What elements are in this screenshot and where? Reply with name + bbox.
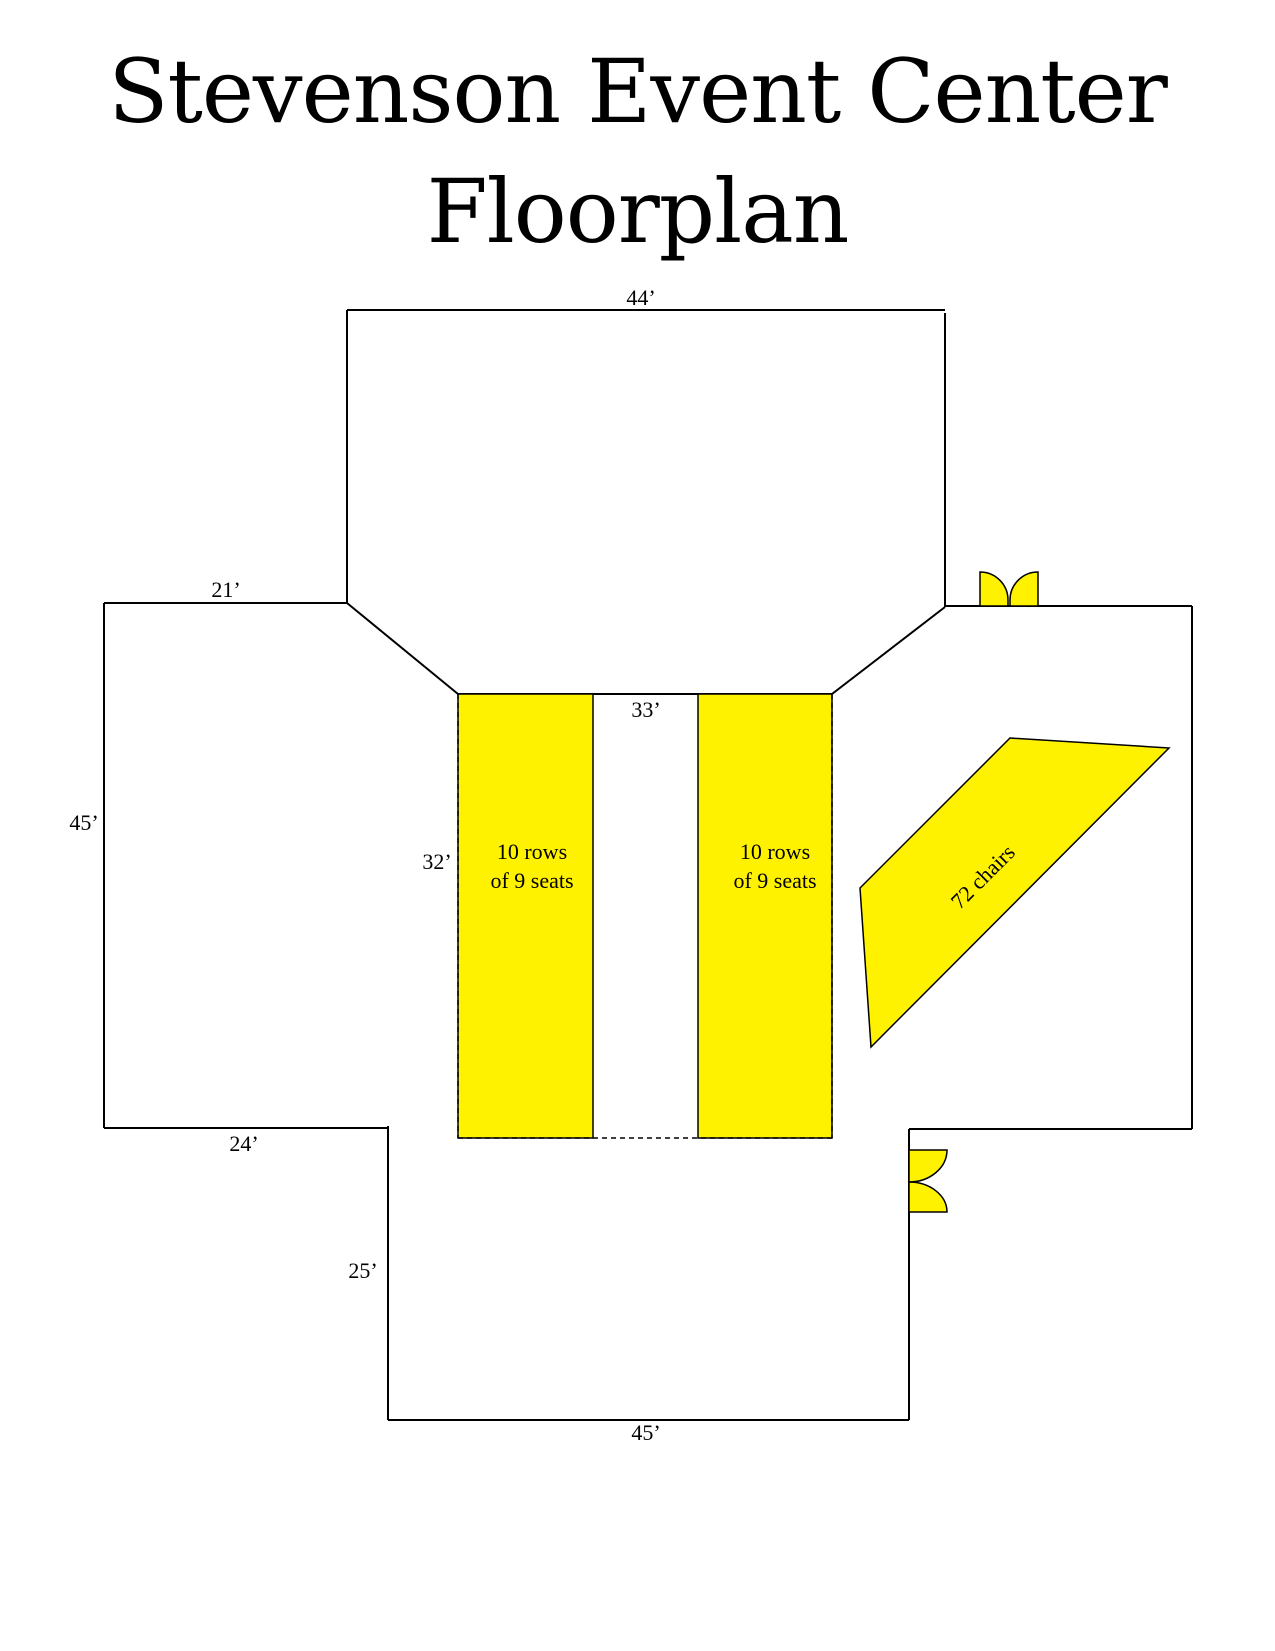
wall-diagonal-right bbox=[831, 606, 946, 695]
door-right-lower bbox=[908, 1149, 948, 1213]
seating-block-right bbox=[697, 693, 833, 1139]
dimension-bottom-width: 45’ bbox=[631, 1420, 660, 1445]
door-leaf-right bbox=[1009, 571, 1039, 607]
wall-diagonal-left bbox=[346, 602, 459, 695]
dimension-center-width: 33’ bbox=[631, 697, 660, 722]
dimension-top-width: 44’ bbox=[626, 285, 655, 310]
dimension-left-height: 45’ bbox=[69, 810, 98, 835]
door-top-right bbox=[979, 571, 1039, 607]
seating-block-right-label-line2: of 9 seats bbox=[733, 868, 816, 893]
seating-block-left-label-line1: 10 rows bbox=[497, 839, 567, 864]
dimension-left-top-width: 21’ bbox=[211, 577, 240, 602]
seating-block-angled bbox=[859, 737, 1171, 1049]
page-title-line-1: Stevenson Event Center bbox=[108, 40, 1168, 143]
door-leaf-upper bbox=[908, 1149, 948, 1183]
dimension-bottom-height: 25’ bbox=[348, 1258, 377, 1283]
dimension-center-depth: 32’ bbox=[422, 849, 451, 874]
seating-block-left-label-line2: of 9 seats bbox=[490, 868, 573, 893]
page-title-line-2: Floorplan bbox=[426, 160, 850, 263]
door-leaf-lower bbox=[908, 1181, 948, 1213]
seating-block-left bbox=[457, 693, 594, 1139]
seating-block-right-label-line1: 10 rows bbox=[740, 839, 810, 864]
door-leaf-left bbox=[979, 571, 1009, 607]
dimension-left-bottom-width: 24’ bbox=[229, 1131, 258, 1156]
center-seating-area bbox=[457, 693, 833, 1139]
